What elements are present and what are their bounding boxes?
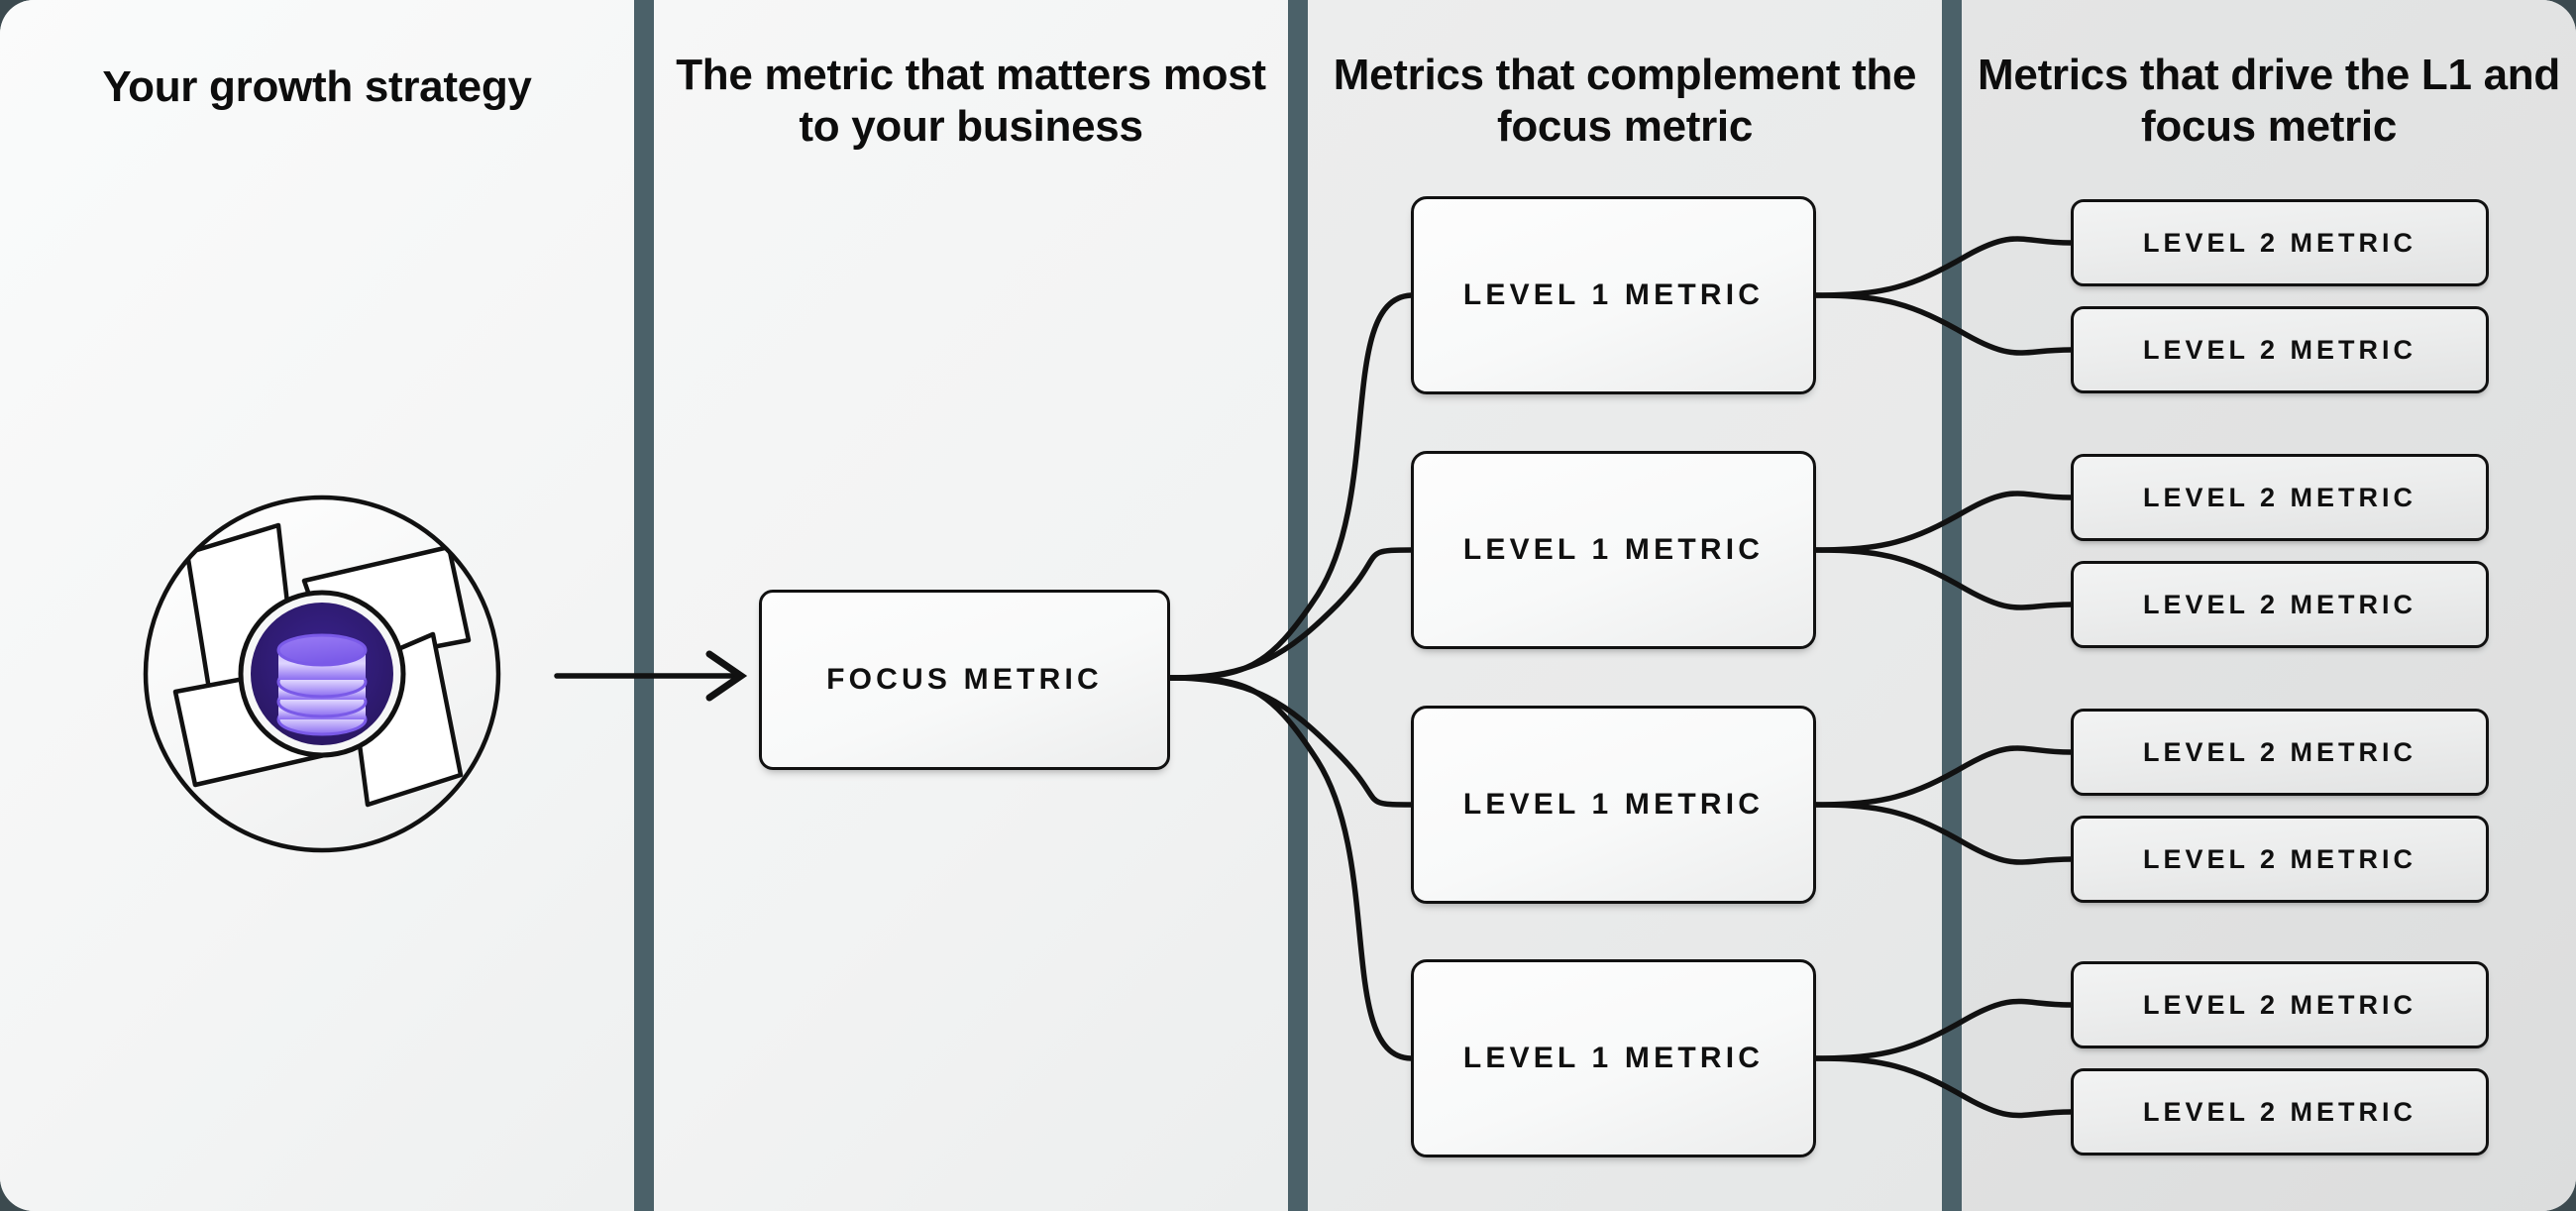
- column-divider-3: [1942, 0, 1962, 1211]
- edge-l1-2-to-l2-1: [1813, 491, 2074, 553]
- level1-metric-node-3[interactable]: LEVEL 1 METRIC: [1411, 706, 1816, 904]
- level1-metric-node-2[interactable]: LEVEL 1 METRIC: [1411, 451, 1816, 649]
- column-divider-1: [634, 0, 654, 1211]
- edge-l1-4-to-l2-2: [1813, 1055, 2074, 1119]
- edge-focus-to-l1-1: [1167, 292, 1414, 681]
- level2-metric-node-3-1[interactable]: LEVEL 2 METRIC: [2071, 709, 2489, 796]
- edge-focus-to-l1-3: [1167, 675, 1414, 808]
- arrowhead-logo-to-focus: [705, 650, 748, 702]
- column-heading-level2: Metrics that drive the L1 and focus metr…: [1978, 51, 2560, 151]
- edge-l1-3-to-l2-2: [1813, 802, 2074, 865]
- focus-metric-node[interactable]: FOCUS METRIC: [759, 590, 1170, 770]
- level1-metric-node-1[interactable]: LEVEL 1 METRIC: [1411, 196, 1816, 394]
- edge-l1-3-to-l2-1: [1813, 745, 2074, 808]
- edge-l1-1-to-l2-2: [1813, 292, 2074, 356]
- database-icon: [276, 633, 368, 736]
- level2-metric-node-4-2[interactable]: LEVEL 2 METRIC: [2071, 1068, 2489, 1156]
- level2-metric-node-4-1[interactable]: LEVEL 2 METRIC: [2071, 961, 2489, 1048]
- edge-l1-1-to-l2-1: [1813, 236, 2074, 298]
- level1-metric-node-4[interactable]: LEVEL 1 METRIC: [1411, 959, 1816, 1157]
- level2-metric-node-2-1[interactable]: LEVEL 2 METRIC: [2071, 454, 2489, 541]
- level2-metric-node-1-1[interactable]: LEVEL 2 METRIC: [2071, 199, 2489, 286]
- edge-l1-2-to-l2-2: [1813, 547, 2074, 610]
- edge-focus-to-l1-4: [1167, 675, 1414, 1061]
- edge-focus-to-l1-2: [1167, 547, 1414, 681]
- level2-metric-node-3-2[interactable]: LEVEL 2 METRIC: [2071, 816, 2489, 903]
- level2-metric-node-1-2[interactable]: LEVEL 2 METRIC: [2071, 306, 2489, 393]
- level2-metric-node-2-2[interactable]: LEVEL 2 METRIC: [2071, 561, 2489, 648]
- column-heading-focus: The metric that matters most to your bus…: [676, 51, 1266, 151]
- edge-l1-4-to-l2-1: [1813, 998, 2074, 1061]
- column-heading-level1: Metrics that complement the focus metric: [1333, 51, 1917, 151]
- column-heading-strategy: Your growth strategy: [102, 62, 532, 111]
- aperture-database-logo: [143, 495, 501, 853]
- column-divider-2: [1288, 0, 1308, 1211]
